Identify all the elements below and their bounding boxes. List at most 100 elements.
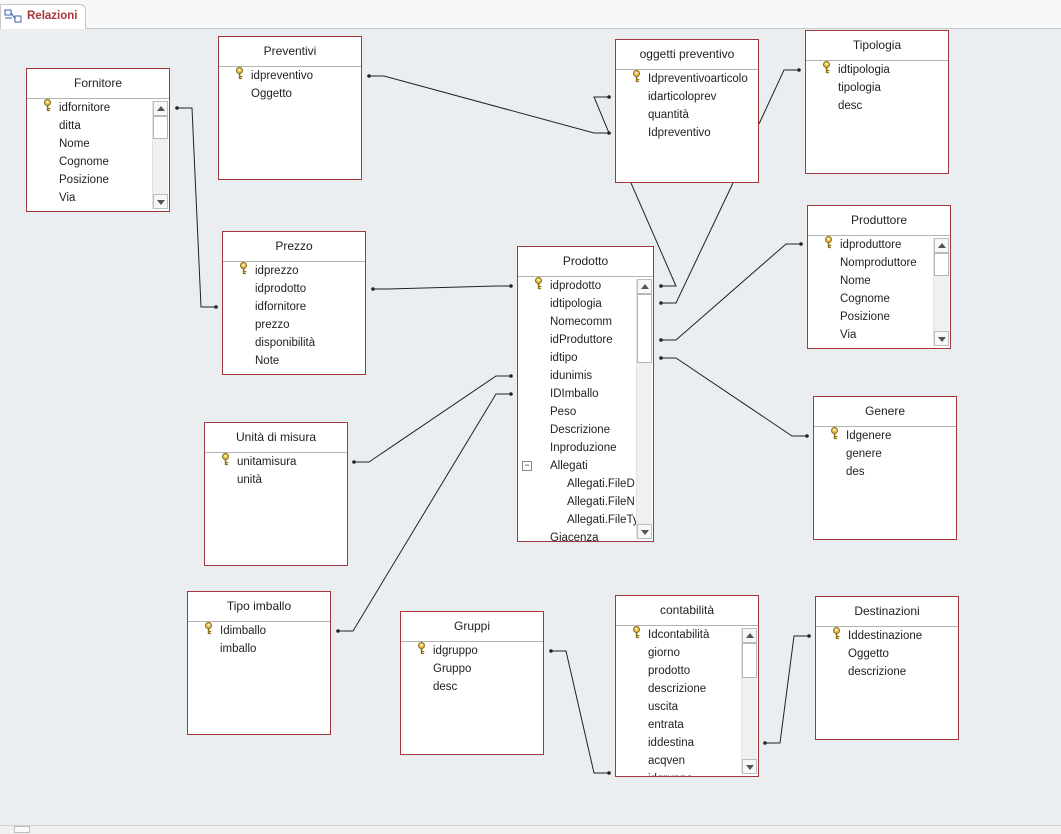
field-row[interactable]: Posizione <box>808 308 933 326</box>
field-row[interactable]: genere <box>814 445 956 463</box>
field-row[interactable]: idProduttore <box>518 331 636 349</box>
table-title[interactable]: oggetti preventivo <box>616 40 758 70</box>
field-row[interactable]: idunimis <box>518 367 636 385</box>
field-row[interactable]: desc <box>806 97 948 115</box>
vertical-scrollbar[interactable] <box>152 101 168 209</box>
field-row[interactable]: iddestina <box>616 734 741 752</box>
field-row[interactable]: des <box>814 463 956 481</box>
tab-relazioni[interactable]: Relazioni <box>0 4 86 29</box>
vertical-scrollbar[interactable] <box>933 238 949 346</box>
field-row[interactable]: quantità <box>616 106 758 124</box>
table-title[interactable]: Produttore <box>808 206 950 236</box>
field-row[interactable]: tipologia <box>806 79 948 97</box>
field-row[interactable]: Iddestinazione <box>816 627 958 645</box>
table-title[interactable]: Tipologia <box>806 31 948 61</box>
field-row[interactable]: Via <box>808 326 933 344</box>
table-title[interactable]: Destinazioni <box>816 597 958 627</box>
field-row[interactable]: Posizione <box>27 171 152 189</box>
field-row[interactable]: acqven <box>616 752 741 770</box>
field-row[interactable]: Allegati.FileN <box>518 493 636 511</box>
field-row[interactable]: idtipologia <box>806 61 948 79</box>
field-row[interactable]: idarticoloprev <box>616 88 758 106</box>
scroll-thumb[interactable] <box>153 116 168 139</box>
field-row[interactable]: prodotto <box>616 662 741 680</box>
horizontal-scroll-left-button[interactable] <box>14 826 30 833</box>
field-row[interactable]: idtipologia <box>518 295 636 313</box>
field-row[interactable]: desc <box>401 678 543 696</box>
field-row[interactable]: Nomproduttore <box>808 254 933 272</box>
field-row[interactable]: Nome <box>808 272 933 290</box>
table-title[interactable]: contabilità <box>616 596 758 626</box>
field-row[interactable]: Cognome <box>27 153 152 171</box>
field-row[interactable]: Cognome <box>808 290 933 308</box>
table-title[interactable]: Gruppi <box>401 612 543 642</box>
vertical-scrollbar[interactable] <box>741 628 757 774</box>
field-row[interactable]: Allegati.FileD <box>518 475 636 493</box>
table-title[interactable]: Unità di misura <box>205 423 347 453</box>
field-row[interactable]: Oggetto <box>816 645 958 663</box>
scroll-down-button[interactable] <box>637 524 652 539</box>
table-title[interactable]: Genere <box>814 397 956 427</box>
field-row[interactable]: uscita <box>616 698 741 716</box>
scroll-up-button[interactable] <box>637 279 652 294</box>
field-row[interactable]: Allegati.FileTy <box>518 511 636 529</box>
field-row[interactable]: Idpreventivoarticolo <box>616 70 758 88</box>
field-row[interactable]: Idpreventivo <box>616 124 758 142</box>
scroll-down-button[interactable] <box>742 759 757 774</box>
field-row[interactable]: idfornitore <box>27 99 152 117</box>
table-title[interactable]: Preventivi <box>219 37 361 67</box>
field-row[interactable]: descrizione <box>616 680 741 698</box>
field-row[interactable]: Note <box>223 352 365 370</box>
field-row[interactable]: IDImballo <box>518 385 636 403</box>
field-row[interactable]: disponibilità <box>223 334 365 352</box>
field-row[interactable]: Idcontabilità <box>616 626 741 644</box>
field-row[interactable]: unitamisura <box>205 453 347 471</box>
table-title[interactable]: Prezzo <box>223 232 365 262</box>
field-row[interactable]: idproduttore <box>808 236 933 254</box>
field-row[interactable]: Via <box>27 189 152 207</box>
field-row[interactable]: giorno <box>616 644 741 662</box>
field-row[interactable]: Oggetto <box>219 85 361 103</box>
field-row[interactable]: Idgenere <box>814 427 956 445</box>
field-row[interactable]: ditta <box>27 117 152 135</box>
field-row[interactable]: Descrizione <box>518 421 636 439</box>
scroll-thumb[interactable] <box>934 253 949 276</box>
field-row[interactable]: entrata <box>616 716 741 734</box>
scroll-thumb[interactable] <box>637 294 652 363</box>
field-row[interactable]: idprodotto <box>223 280 365 298</box>
field-row[interactable]: Idimballo <box>188 622 330 640</box>
field-row[interactable]: idfornitore <box>223 298 365 316</box>
field-row[interactable]: descrizione <box>816 663 958 681</box>
field-row[interactable]: idprodotto <box>518 277 636 295</box>
field-row[interactable]: idtipo <box>518 349 636 367</box>
scroll-up-button[interactable] <box>153 101 168 116</box>
scroll-up-button[interactable] <box>934 238 949 253</box>
table-title[interactable]: Tipo imballo <box>188 592 330 622</box>
table-title[interactable]: Fornitore <box>27 69 169 99</box>
field-row[interactable]: prezzo <box>223 316 365 334</box>
